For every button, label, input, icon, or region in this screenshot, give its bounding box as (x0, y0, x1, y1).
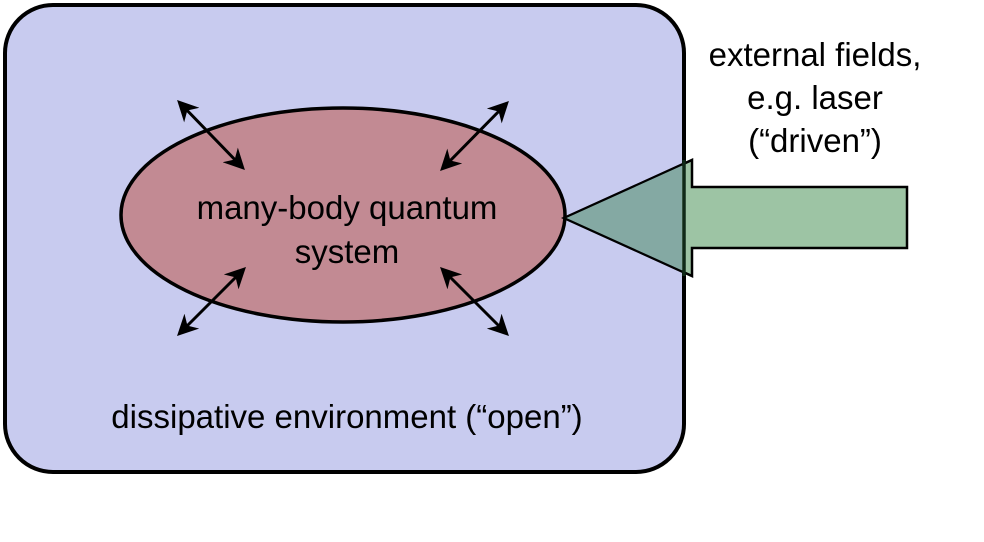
coupling-arrow-bottom-left (177, 267, 246, 336)
drive-arrow-edge-top (563, 159, 693, 219)
system-label-line1: many-body quantum (197, 189, 498, 226)
coupling-arrow-bottom-right (440, 267, 509, 336)
coupling-arrow-top-right (440, 101, 509, 171)
drive-label-line3: (“driven”) (748, 122, 882, 159)
drive-arrow-overlap (566, 165, 682, 271)
coupling-arrow-top-left (177, 99, 245, 171)
system-label-line2: system (295, 233, 400, 270)
drive-label-line2: e.g. laser (747, 79, 883, 116)
drive-arrow-edge-bottom (563, 217, 693, 277)
drive-label-line1: external fields, (709, 36, 922, 73)
environment-label: dissipative environment (“open”) (111, 398, 582, 435)
